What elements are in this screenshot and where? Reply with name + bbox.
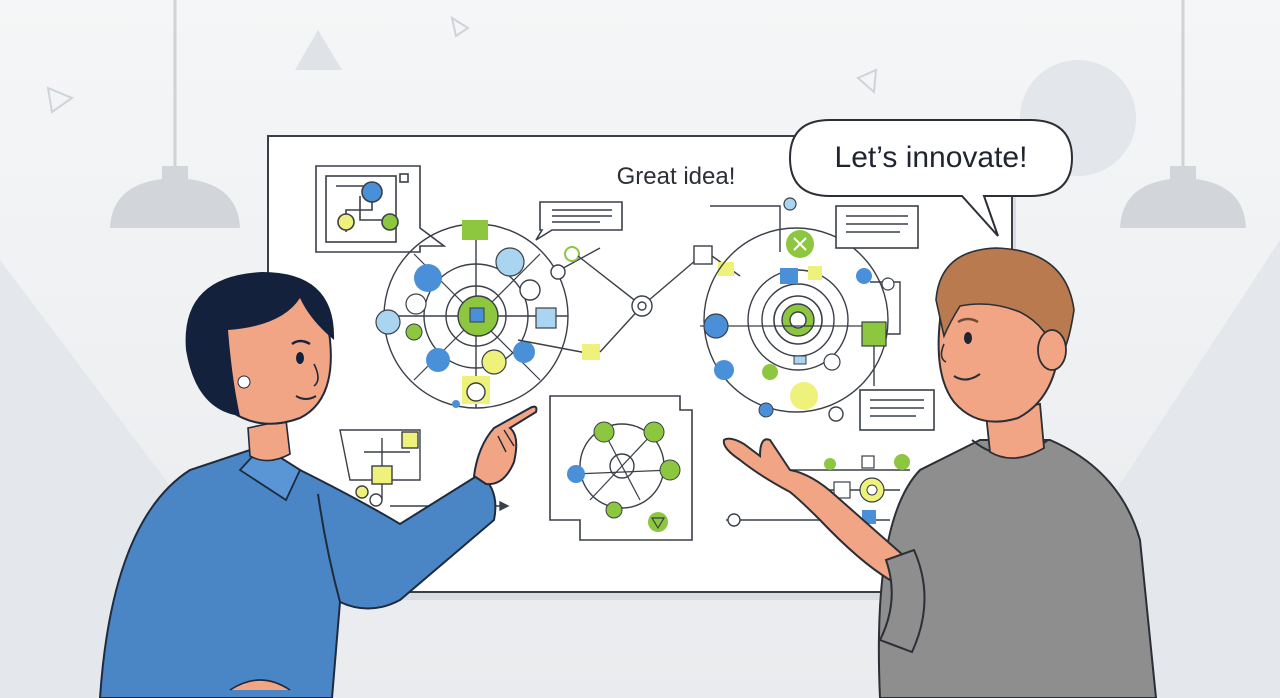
- man-figure: [722, 247, 1158, 698]
- board-caption: Great idea!: [617, 163, 736, 190]
- connector-lines: [577, 245, 741, 353]
- bg-triangle-outline: [46, 86, 75, 114]
- pendant-lamp-left: [110, 0, 240, 228]
- woman-figure: [98, 272, 538, 698]
- board-note-card: [535, 201, 623, 241]
- speech-bubble-text: Let’s innovate!: [835, 141, 1028, 174]
- diagram-network-left: [375, 220, 601, 409]
- bg-triangle-outline: [450, 15, 470, 38]
- pendant-lamp-right: [1120, 0, 1246, 228]
- board-note-right-bottom: [859, 389, 935, 431]
- diagram-bottom-center: [549, 395, 693, 541]
- diagram-network-right: [700, 197, 901, 422]
- diagram-flowchart-small: [315, 165, 447, 253]
- board-note-right-top: [835, 205, 919, 249]
- bg-triangle-outline: [856, 68, 878, 95]
- diagram-circuit-bottom-left: [339, 429, 510, 512]
- speech-bubble: [788, 119, 1074, 237]
- bg-triangle: [295, 30, 342, 70]
